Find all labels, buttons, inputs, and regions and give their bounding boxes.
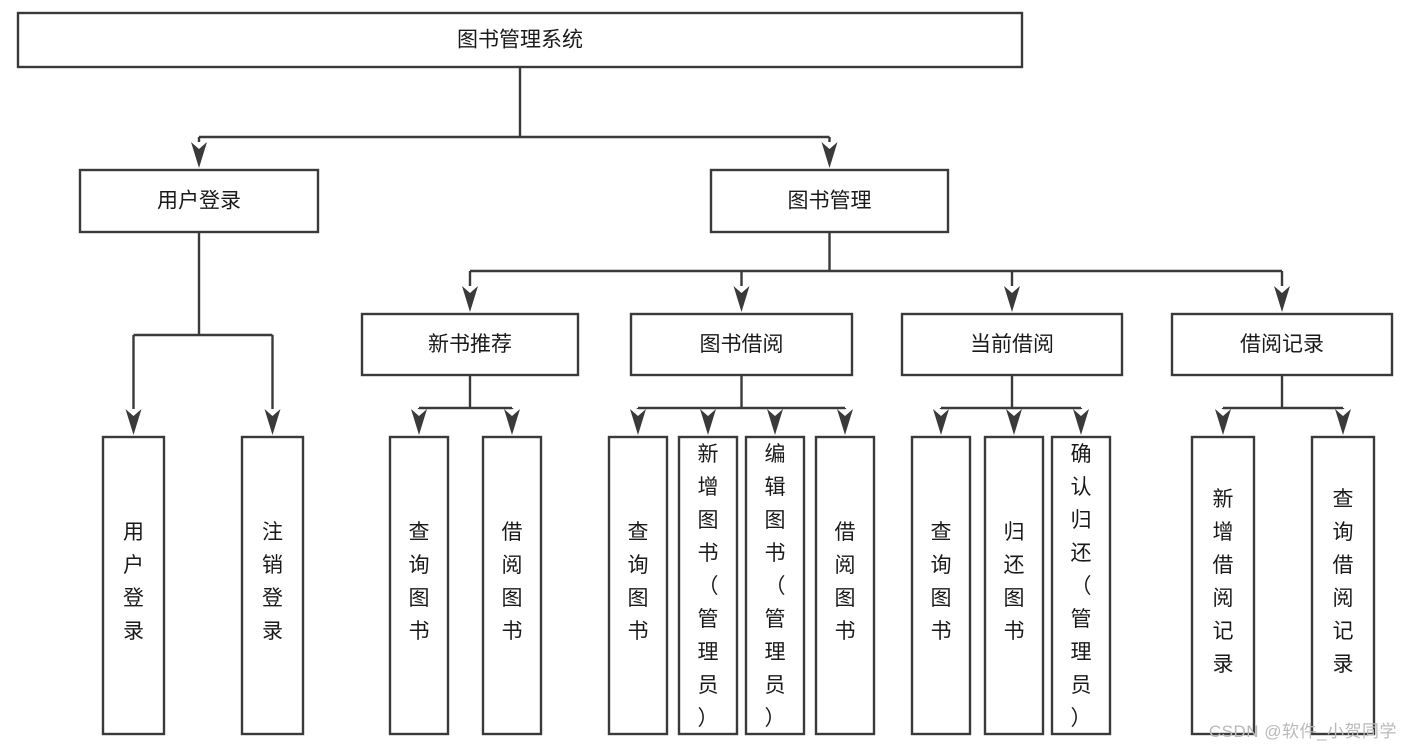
node-box-leaf-borrow-book-2 — [814, 435, 876, 736]
arrow-head-icon — [1215, 409, 1231, 435]
arrow-head-icon — [700, 409, 716, 435]
arrow-head-icon — [504, 409, 520, 435]
node-leaf-edit-book[interactable]: 编辑图书（管理员） — [744, 435, 806, 736]
node-label-leaf-borrow-book-1: 借阅图书 — [502, 521, 523, 643]
node-leaf-add-record[interactable]: 新增借阅记录 — [1190, 435, 1256, 736]
node-label-user-login: 用户登录 — [157, 190, 241, 213]
node-label-leaf-borrow-book-2: 借阅图书 — [835, 521, 856, 643]
node-label-book-management: 图书管理 — [788, 190, 872, 213]
node-box-leaf-add-record — [1190, 435, 1256, 736]
node-box-leaf-add-book — [677, 435, 739, 736]
node-new-book-recommend[interactable]: 新书推荐 — [360, 312, 580, 377]
node-leaf-return-book[interactable]: 归还图书 — [983, 435, 1045, 736]
node-label-root: 图书管理系统 — [457, 29, 583, 52]
node-user-login[interactable]: 用户登录 — [78, 168, 320, 234]
node-label-leaf-add-record: 新增借阅记录 — [1213, 488, 1234, 676]
node-label-leaf-query-book-2: 查询图书 — [628, 521, 649, 643]
arrow-head-icon — [767, 409, 783, 435]
node-label-leaf-query-book-3: 查询图书 — [931, 521, 952, 643]
node-box-leaf-query-record — [1310, 435, 1376, 736]
csdn-watermark: CSDN @软件_小贺同学 — [1208, 722, 1397, 741]
node-box-current-borrow — [900, 312, 1124, 377]
node-box-borrow-record — [1170, 312, 1394, 377]
arrow-head-icon — [837, 409, 853, 435]
node-leaf-borrow-book-2[interactable]: 借阅图书 — [814, 435, 876, 736]
node-leaf-add-book[interactable]: 新增图书（管理员） — [677, 435, 739, 736]
arrow-head-icon — [733, 286, 750, 312]
node-box-book-management — [709, 168, 950, 234]
node-label-leaf-query-book-1: 查询图书 — [409, 521, 430, 643]
node-box-leaf-return-book — [983, 435, 1045, 736]
node-label-new-book-recommend: 新书推荐 — [428, 333, 512, 356]
node-box-leaf-logout — [240, 435, 305, 736]
node-box-book-borrow — [629, 312, 854, 377]
node-box-leaf-edit-book — [744, 435, 806, 736]
node-box-leaf-confirm-return — [1050, 435, 1112, 736]
arrow-head-icon — [933, 409, 949, 435]
node-leaf-query-record[interactable]: 查询借阅记录 — [1310, 435, 1376, 736]
node-box-leaf-query-book-1 — [388, 435, 450, 736]
node-box-user-login — [78, 168, 320, 234]
arrow-head-icon — [1004, 286, 1020, 312]
node-leaf-confirm-return[interactable]: 确认归还（管理员） — [1050, 435, 1112, 736]
node-label-leaf-confirm-return: 确认归还（管理员） — [1071, 443, 1092, 730]
node-label-leaf-edit-book: 编辑图书（管理员） — [765, 443, 786, 730]
arrow-head-icon — [1006, 409, 1022, 435]
node-box-leaf-query-book-3 — [910, 435, 972, 736]
node-leaf-user-login[interactable]: 用户登录 — [101, 435, 166, 736]
node-label-book-borrow: 图书借阅 — [700, 333, 784, 356]
node-box-new-book-recommend — [360, 312, 580, 377]
node-leaf-query-book-1[interactable]: 查询图书 — [388, 435, 450, 736]
node-label-borrow-record: 借阅记录 — [1240, 333, 1324, 356]
node-leaf-logout[interactable]: 注销登录 — [240, 435, 305, 736]
node-label-leaf-query-record: 查询借阅记录 — [1333, 488, 1354, 676]
arrow-head-icon — [821, 142, 838, 168]
node-current-borrow[interactable]: 当前借阅 — [900, 312, 1124, 377]
arrow-head-icon — [264, 409, 281, 435]
arrow-head-icon — [411, 409, 427, 435]
node-box-leaf-user-login — [101, 435, 166, 736]
node-box-root — [16, 11, 1024, 69]
node-label-leaf-user-login: 用户登录 — [123, 521, 144, 643]
arrow-head-icon — [1073, 409, 1089, 435]
node-leaf-query-book-2[interactable]: 查询图书 — [607, 435, 669, 736]
arrow-head-icon — [630, 409, 646, 435]
arrow-head-icon — [462, 286, 478, 312]
node-label-leaf-return-book: 归还图书 — [1004, 521, 1025, 643]
node-leaf-borrow-book-1[interactable]: 借阅图书 — [481, 435, 543, 736]
node-label-leaf-logout: 注销登录 — [262, 521, 283, 643]
node-boxes: 图书管理系统用户登录图书管理新书推荐图书借阅当前借阅借阅记录用户登录注销登录查询… — [16, 11, 1394, 736]
node-leaf-query-book-3[interactable]: 查询图书 — [910, 435, 972, 736]
arrow-head-icon — [1274, 286, 1290, 312]
connector-lines — [125, 67, 1351, 435]
node-box-leaf-query-book-2 — [607, 435, 669, 736]
node-box-leaf-borrow-book-1 — [481, 435, 543, 736]
node-book-borrow[interactable]: 图书借阅 — [629, 312, 854, 377]
node-book-management[interactable]: 图书管理 — [709, 168, 950, 234]
node-borrow-record[interactable]: 借阅记录 — [1170, 312, 1394, 377]
arrow-head-icon — [1335, 409, 1351, 435]
arrow-head-icon — [191, 142, 207, 168]
node-label-leaf-add-book: 新增图书（管理员） — [698, 443, 719, 730]
arrow-head-icon — [125, 409, 142, 435]
node-label-current-borrow: 当前借阅 — [970, 333, 1054, 356]
node-root[interactable]: 图书管理系统 — [16, 11, 1024, 69]
